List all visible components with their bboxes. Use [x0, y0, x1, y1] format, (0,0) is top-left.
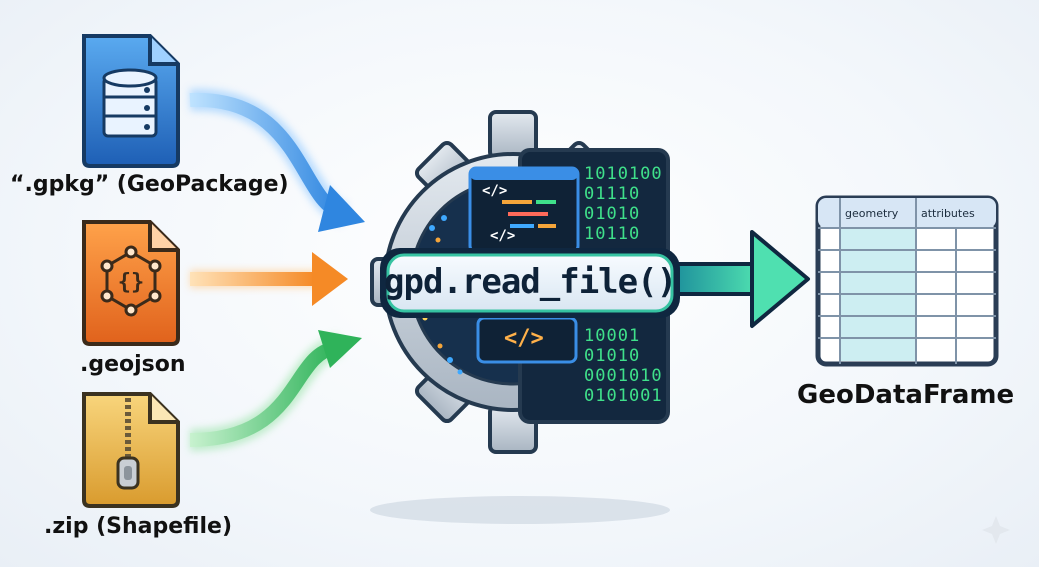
- input-arrow-zip: [189, 330, 362, 451]
- input-arrow-gpkg: [189, 88, 365, 232]
- input-label-geojson: .geojson: [80, 352, 186, 377]
- code-tag-bottom: </>: [504, 326, 544, 351]
- column-header-attributes: attributes: [921, 207, 975, 220]
- output-label: GeoDataFrame: [797, 380, 1015, 410]
- geojson-file-icon: {}: [82, 220, 180, 346]
- code-tag-top-2: </>: [490, 228, 516, 244]
- input-label-zip: .zip (Shapefile): [44, 514, 233, 539]
- zip-file-icon: [82, 392, 180, 508]
- column-header-geometry: geometry: [845, 207, 899, 220]
- code-tag-top-1: </>: [482, 183, 508, 199]
- function-pill: [386, 253, 674, 313]
- input-arrow-geojson: [190, 252, 348, 306]
- output-arrow: [666, 230, 810, 328]
- input-label-gpkg: “.gpkg” (GeoPackage): [10, 172, 289, 197]
- braces-glyph: {}: [118, 270, 145, 295]
- json-braces-icon: [100, 245, 162, 317]
- sparkle-icon: [982, 516, 1010, 544]
- binary-text-bottom: 10001 01010 0001010 0101001: [584, 326, 663, 406]
- database-icon: [102, 68, 158, 138]
- ground-shadow: [370, 496, 670, 524]
- geodataframe-table-icon: [815, 195, 999, 367]
- zipper-icon: [116, 398, 140, 490]
- function-name: gpd.read_file(): [384, 262, 677, 302]
- code-window-top: [468, 166, 580, 254]
- gpkg-file-icon: [82, 34, 180, 168]
- binary-text-top: 1010100 01110 01010 10110: [584, 164, 663, 244]
